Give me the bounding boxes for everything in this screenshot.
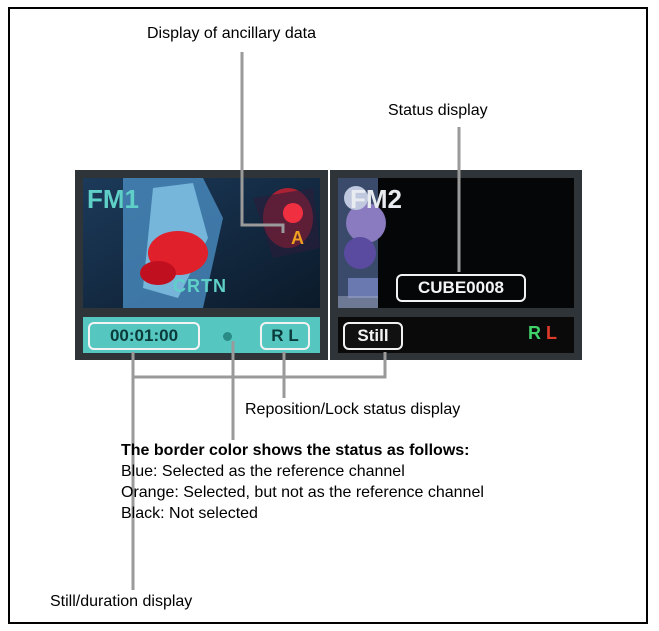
callout-ancillary-data: Display of ancillary data xyxy=(147,25,316,42)
fm1-ancillary-marker: A xyxy=(291,228,304,248)
fm2-clip-name: CUBE0008 xyxy=(396,274,526,302)
fm1-r-indicator: R xyxy=(271,326,284,345)
fm1-status-indicator xyxy=(223,332,232,341)
fm2-video-image xyxy=(338,178,574,308)
legend-orange: Orange: Selected, but not as the referen… xyxy=(121,484,484,501)
fm2-status-bar: Still R L xyxy=(338,317,574,353)
callout-still-duration: Still/duration display xyxy=(50,593,193,610)
fm2-reposition-lock-display[interactable]: R L xyxy=(528,323,557,344)
fm2-video-screen: FM2 CUBE0008 xyxy=(338,178,574,308)
fm1-l-indicator: L xyxy=(288,326,299,345)
fm1-reposition-lock-display[interactable]: R L xyxy=(260,322,310,350)
fm1-video-image xyxy=(83,178,320,308)
fm1-channel-label: FM1 xyxy=(87,184,139,214)
legend-black: Black: Not selected xyxy=(121,505,258,522)
fm2-channel-label: FM2 xyxy=(350,184,402,214)
fm1-duration-display[interactable]: 00:01:00 xyxy=(88,322,200,350)
legend-heading: The border color shows the status as fol… xyxy=(121,442,470,459)
fm1-video-screen: FM1 CRTN A xyxy=(83,178,320,308)
fm1-status-bar: 00:01:00 R L xyxy=(83,317,320,353)
callout-status-display: Status display xyxy=(388,102,488,119)
fm2-l-indicator: L xyxy=(546,323,558,343)
figure-frame xyxy=(8,7,648,624)
monitor-panel-fm2[interactable]: FM2 CUBE0008 Still R L xyxy=(330,170,582,360)
callout-reposition-lock: Reposition/Lock status display xyxy=(245,401,461,418)
fm1-clip-name: CRTN xyxy=(173,276,227,296)
monitor-panel-fm1[interactable]: FM1 CRTN A 00:01:00 R L xyxy=(75,170,328,360)
legend-blue: Blue: Selected as the reference channel xyxy=(121,463,405,480)
fm2-still-display[interactable]: Still xyxy=(343,322,403,350)
fm2-r-indicator: R xyxy=(528,323,541,343)
